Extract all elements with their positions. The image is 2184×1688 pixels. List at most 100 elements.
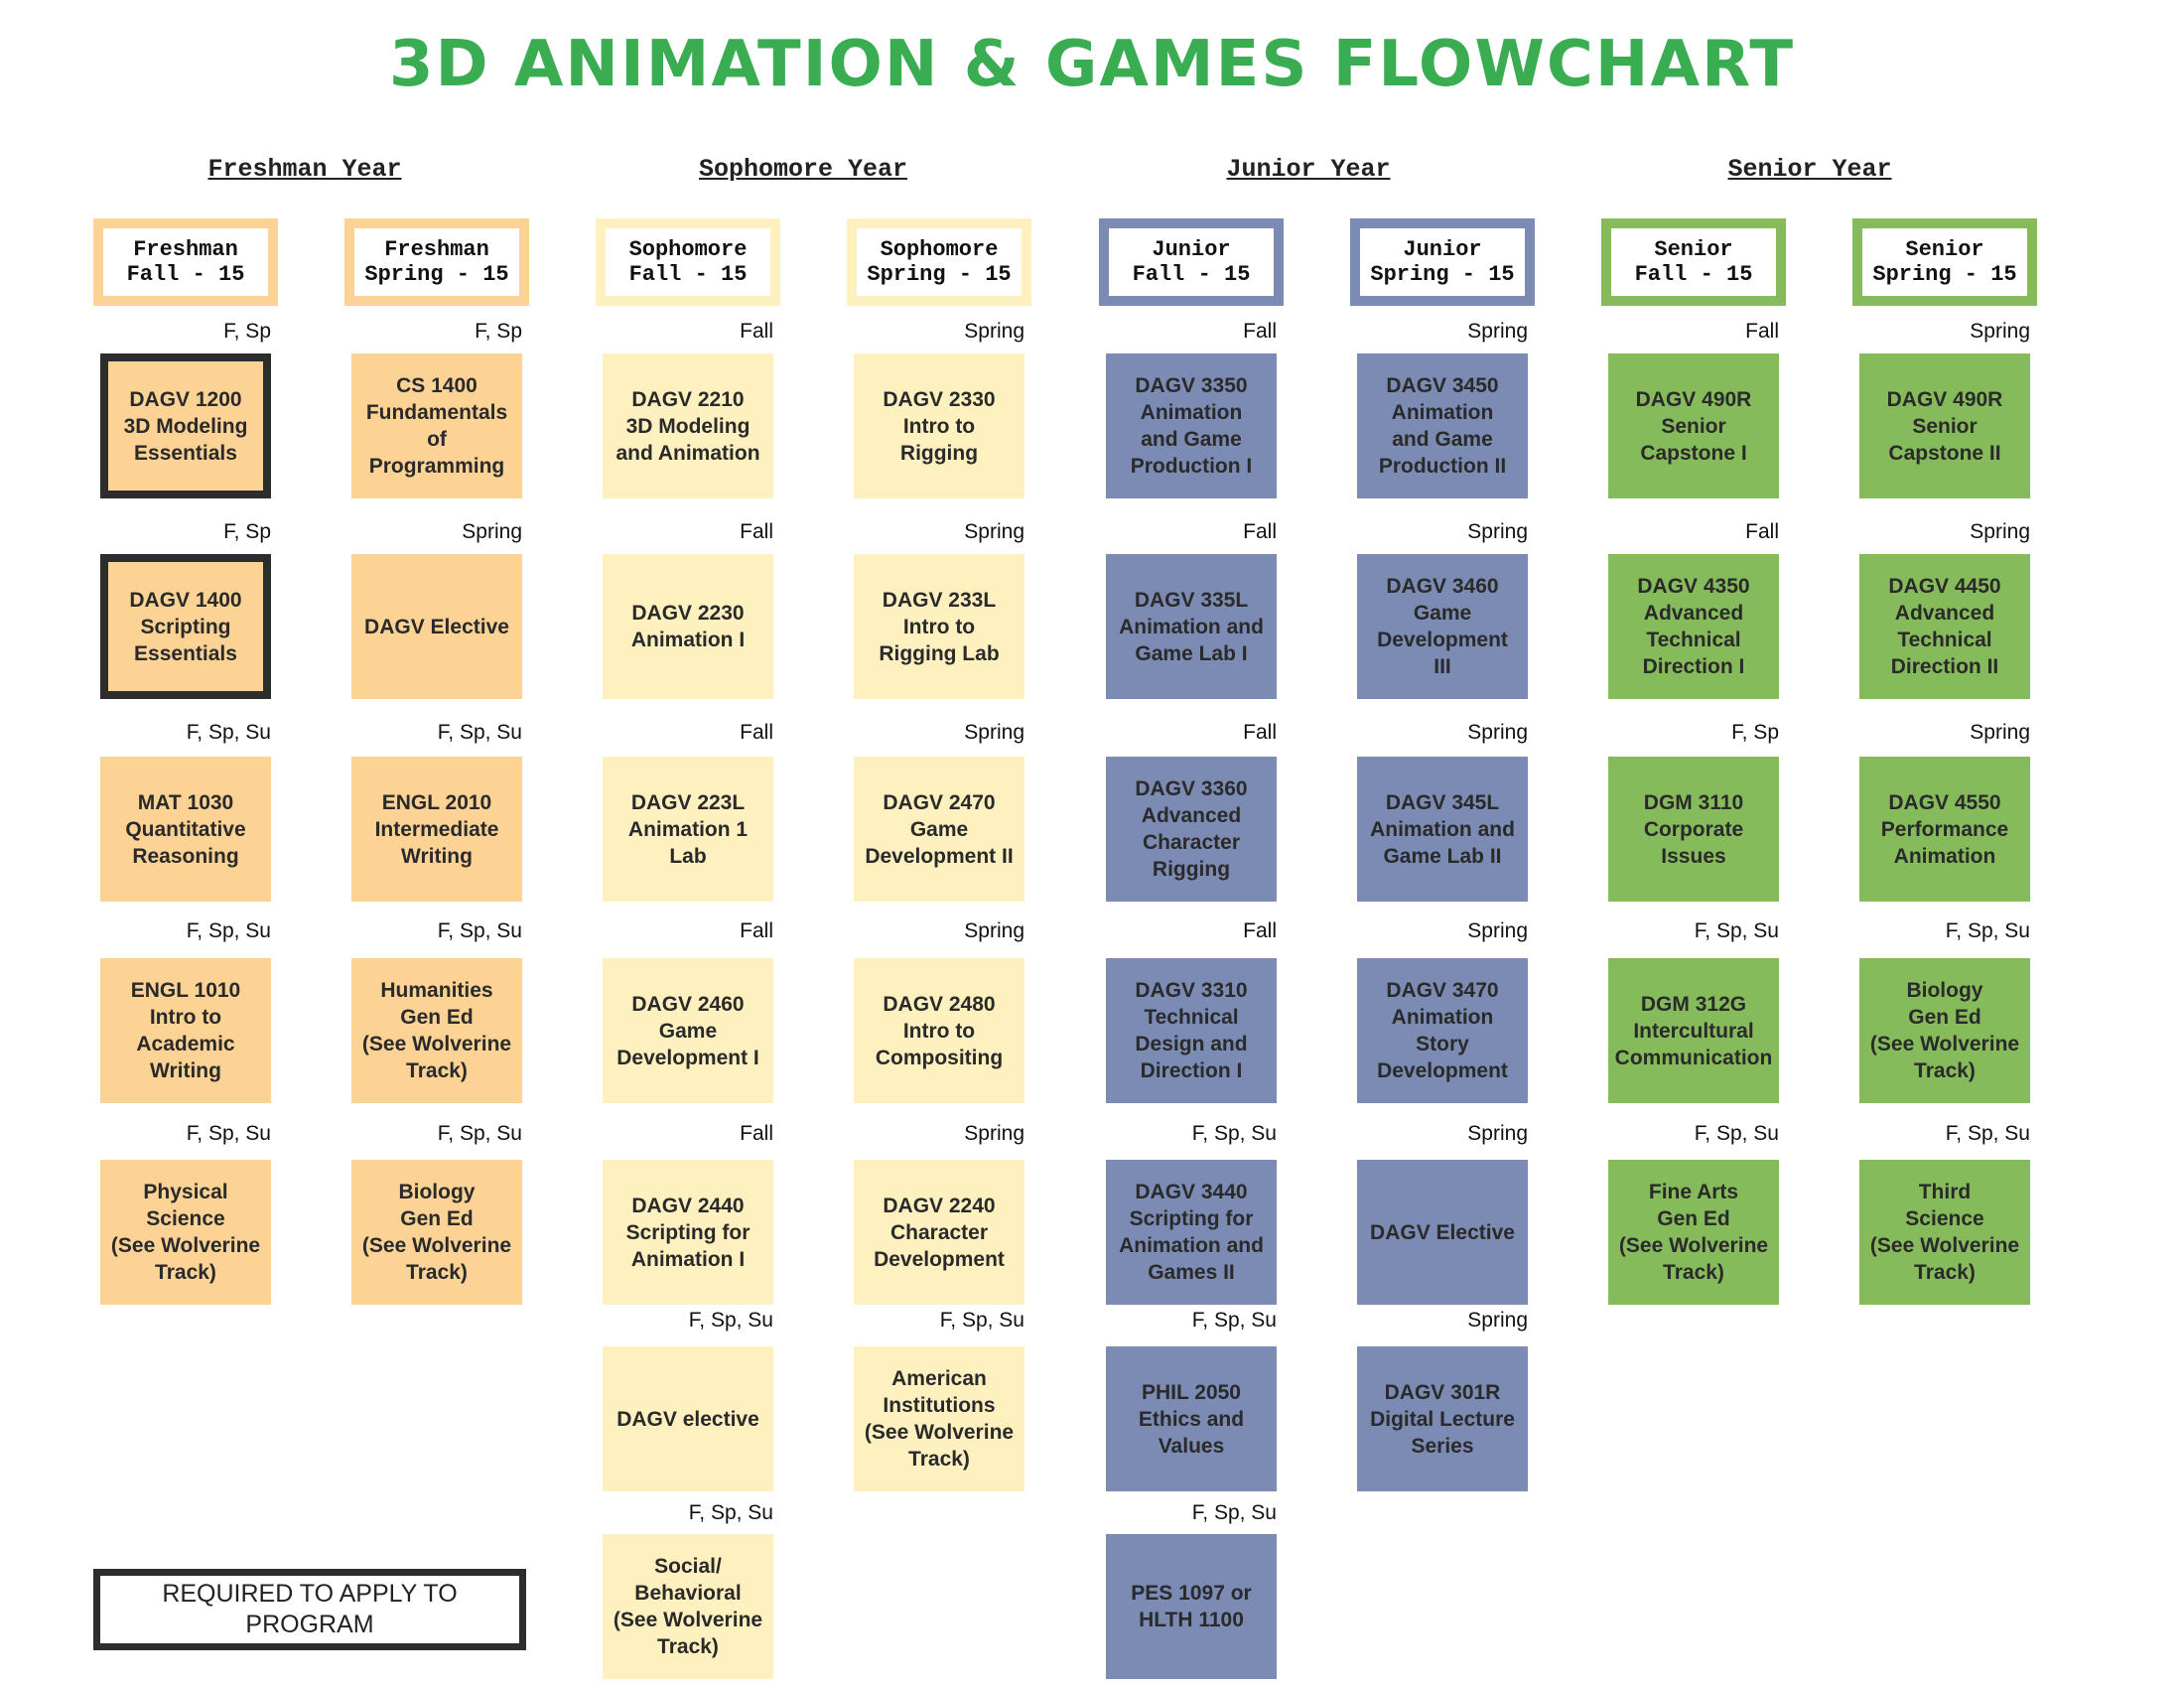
offered-semesters-label: F, Sp, Su: [939, 1309, 1024, 1332]
course-text-line: Animation: [1893, 844, 1996, 868]
course-text-line: Intermediate: [374, 817, 499, 841]
course-text-line: and Animation: [615, 441, 760, 465]
course-text-line: Intro to: [902, 1019, 976, 1043]
course-text-line: Track): [1663, 1261, 1724, 1284]
course-text-line: Game Lab I: [1135, 641, 1248, 665]
course-text-line: Story: [1416, 1033, 1469, 1055]
course-text-line: Third: [1918, 1181, 1972, 1203]
course-text-line: DAGV Elective: [1370, 1220, 1515, 1244]
course-text-line: Track): [657, 1635, 719, 1658]
offered-semesters-label: Spring: [1467, 1309, 1528, 1332]
course-text-line: Intro to: [902, 615, 976, 638]
semester-header-line: Freshman: [384, 237, 489, 262]
course-text-line: HLTH 1100: [1139, 1609, 1244, 1631]
course-text-line: of: [427, 428, 447, 451]
course-text-line: Rigging Lab: [879, 641, 1000, 665]
course-text-line: Game: [909, 817, 969, 841]
course-text-line: DAGV 233L: [882, 588, 997, 612]
course-text-line: (See Wolverine: [1869, 1234, 2020, 1257]
course-text-line: DAGV Elective: [364, 615, 509, 638]
semester-header-line: Senior: [1905, 237, 1984, 262]
course-text-line: Animation I: [630, 629, 746, 651]
offered-semesters-label: F, Sp, Su: [688, 1309, 773, 1332]
course-text-line: DAGV 4450: [1888, 575, 2001, 598]
course-text-line: Corporate: [1643, 817, 1744, 841]
offered-semesters-label: Spring: [462, 520, 522, 543]
course-text-line: Animation and: [1119, 1234, 1264, 1257]
course-text-line: Biology: [398, 1181, 476, 1203]
course-text-line: Development: [1377, 629, 1508, 651]
offered-semesters-label: F, Sp, Su: [1945, 919, 2030, 942]
course-text-line: Game: [1413, 602, 1472, 625]
offered-semesters-label: Spring: [1970, 721, 2030, 744]
offered-semesters-label: F, Sp: [223, 320, 271, 343]
course-text-line: DAGV 3460: [1386, 575, 1499, 598]
course-text-line: Digital Lecture: [1370, 1407, 1515, 1431]
offered-semesters-label: F, Sp, Su: [186, 919, 271, 942]
course-text-line: Senior: [1912, 414, 1978, 438]
course-text: DAGV Elective: [364, 614, 509, 640]
offered-semesters-label: Fall: [740, 320, 773, 343]
flowchart-title: 3D ANIMATION & GAMES FLOWCHART: [388, 28, 1796, 101]
course-text-line: DAGV 2480: [883, 992, 996, 1016]
offered-semesters-label: F, Sp, Su: [1191, 1501, 1277, 1524]
course-text-line: Advanced: [1894, 602, 1995, 625]
course-text-line: DAGV 3440: [1135, 1181, 1248, 1203]
course-text-line: 3D Modeling: [625, 414, 751, 438]
course-text-line: (See Wolverine: [110, 1234, 261, 1257]
course-text-line: Gen Ed: [400, 1006, 474, 1029]
course-text-line: DAGV 490R: [1886, 387, 2003, 411]
course-text-line: (See Wolverine: [361, 1033, 512, 1055]
semester-header-line: Spring - 15: [867, 262, 1012, 287]
offered-semesters-label: F, Sp, Su: [1191, 1309, 1277, 1332]
course-text-line: ENGL 1010: [130, 979, 241, 1002]
course-text-line: MAT 1030: [137, 790, 234, 814]
course-text-line: Quantitative: [125, 817, 246, 841]
course-text-line: DAGV 3350: [1135, 374, 1248, 397]
course-text-line: Direction I: [1140, 1059, 1243, 1082]
course-text-line: DAGV 4350: [1637, 575, 1750, 598]
offered-semesters-label: Spring: [964, 1122, 1024, 1145]
course-box: DAGV Elective: [1357, 1160, 1528, 1305]
course-text-line: (See Wolverine: [613, 1609, 763, 1631]
course-text-line: Behavioral: [634, 1582, 742, 1605]
course-text-line: Fundamentals: [365, 401, 508, 424]
course-text-line: DAGV 3470: [1386, 979, 1499, 1002]
offered-semesters-label: F, Sp, Su: [186, 721, 271, 744]
course-text-line: Gen Ed: [400, 1207, 474, 1230]
course-text-line: Institutions: [883, 1394, 996, 1417]
course-text-line: Scripting for: [1129, 1207, 1254, 1230]
course-text-line: DAGV 1200: [129, 387, 242, 411]
course-text-line: Scripting for: [625, 1220, 751, 1244]
semester-header-line: Senior: [1654, 237, 1733, 262]
offered-semesters-label: Spring: [1467, 520, 1528, 543]
course-text-line: Humanities: [380, 979, 493, 1002]
course-text-line: Capstone I: [1640, 441, 1747, 465]
course-text-line: Gen Ed: [1908, 1006, 1981, 1029]
course-text-line: (See Wolverine: [864, 1421, 1015, 1444]
